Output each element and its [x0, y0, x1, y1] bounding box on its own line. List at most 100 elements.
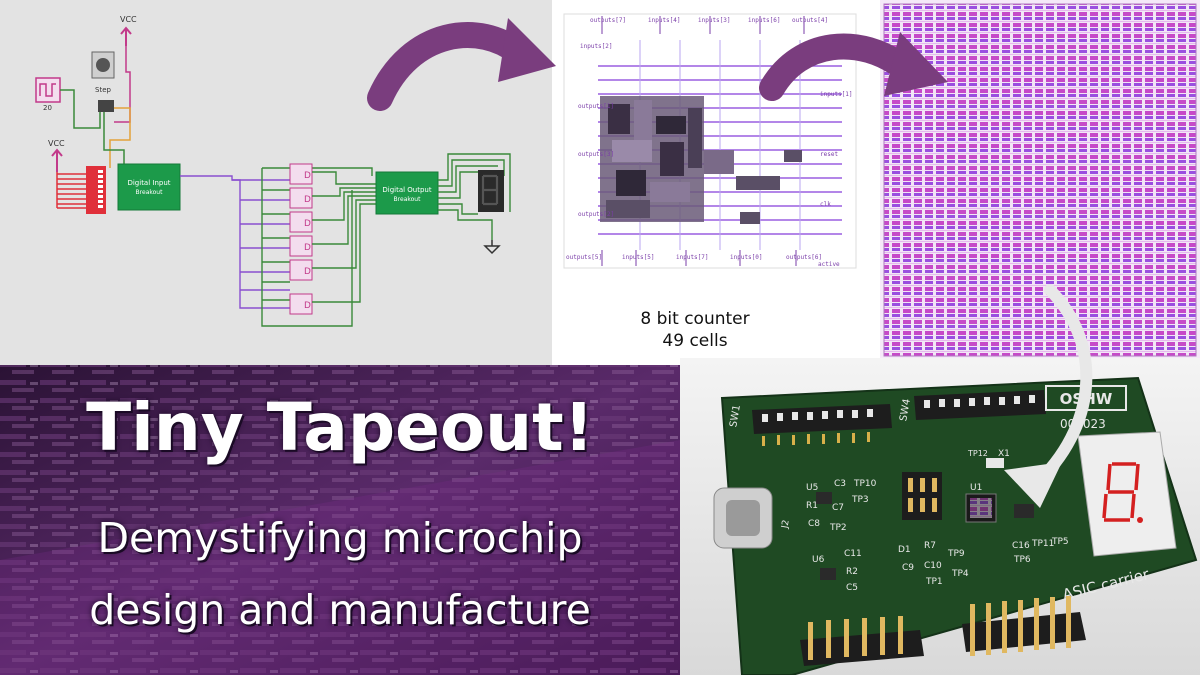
crystal — [986, 458, 1004, 468]
flow-arrow-3-icon — [1004, 284, 1093, 508]
pin-label: inputs[1] — [820, 91, 853, 98]
pin-label: inputs[2] — [580, 43, 613, 50]
digital-input-breakout: Digital Input Breakout — [117, 163, 181, 211]
counter-caption-line2: 49 cells — [662, 331, 728, 352]
pin-label: outputs[3] — [578, 151, 614, 158]
ref-label: C7 — [832, 503, 844, 513]
ref-label: TP5 — [1051, 537, 1069, 547]
flip-flop: D — [289, 187, 313, 209]
standard-cell-cluster — [600, 96, 802, 224]
pin-label: inputs[7] — [676, 254, 709, 261]
component-refs-group2: U6 C11 R2 C5 — [812, 549, 862, 593]
tp12-label: TP12 — [967, 449, 988, 458]
layout-pin-stubs — [601, 16, 805, 266]
ref-label: TP6 — [1013, 555, 1031, 565]
ref-label: C3 — [834, 479, 846, 489]
clock-label: 20 — [43, 104, 52, 112]
ref-label: C9 — [902, 563, 914, 573]
flow-arrow-2-icon — [759, 32, 948, 101]
seven-segment-schematic — [478, 170, 504, 212]
step-label: Step — [95, 86, 111, 94]
pin-label: inputs[4] — [648, 17, 681, 24]
vcc-label-top: VCC — [120, 15, 137, 24]
ground-symbol — [483, 240, 501, 255]
ref-label: R1 — [806, 501, 818, 511]
ff-output-wires — [312, 171, 376, 303]
seven-segment-display — [1077, 431, 1177, 557]
smd-parts — [816, 492, 1034, 580]
input-breakout-label-2: Breakout — [136, 189, 164, 196]
counter-caption-line1: 8 bit counter — [640, 309, 750, 329]
ff-label: D — [304, 267, 311, 277]
pin-label: outputs[7] — [590, 17, 626, 24]
component-refs-group3: D1 R7 C9 C10 TP9 TP1 TP4 — [898, 541, 969, 587]
ref-label: TP1 — [925, 577, 943, 587]
pcb-render-panel: SW1 SW4 OSHW 000023 J2 — [680, 358, 1200, 675]
dip-switch-sw4 — [914, 390, 1046, 420]
ff-label: D — [304, 301, 311, 311]
step-button: Step — [91, 51, 115, 94]
ref-label: U5 — [806, 483, 818, 493]
vcc-label-left: VCC — [48, 139, 65, 148]
ref-label: C5 — [846, 583, 858, 593]
control-wires — [60, 46, 131, 168]
display-wires — [438, 153, 511, 240]
ref-label: TP10 — [853, 479, 877, 489]
layout-side-pins: inputs[2] outputs[1] outputs[3] outputs[… — [566, 43, 853, 268]
select-switch — [98, 100, 114, 112]
pin-label: outputs[1] — [578, 103, 614, 110]
flow-arrow-1-icon — [367, 18, 556, 111]
digital-output-breakout: Digital Output Breakout — [375, 171, 439, 215]
pin-label: outputs[6] — [786, 254, 822, 261]
subtitle-line-2: design and manufacture — [89, 586, 591, 634]
dip-switch-sw1 — [752, 404, 892, 446]
usb-c-connector — [713, 487, 773, 549]
vcc-symbol-top: VCC — [120, 15, 137, 46]
ref-label: TP4 — [951, 569, 969, 579]
output-breakout-label-1: Digital Output — [382, 186, 431, 194]
flip-flop: D — [289, 163, 313, 185]
flip-flop: D — [289, 259, 313, 281]
center-header — [902, 472, 942, 520]
output-breakout-label-2: Breakout — [394, 196, 422, 203]
ref-label: C16 — [1012, 541, 1030, 551]
bottom-header-right — [962, 596, 1086, 656]
u1-label: U1 — [970, 483, 982, 493]
ref-label: U6 — [812, 555, 825, 565]
ff-label: D — [304, 219, 311, 229]
layout-panel: outputs[7] inputs[4] inputs[3] inputs[6]… — [552, 0, 880, 365]
chip-grid-panel — [880, 0, 1200, 365]
component-refs-group4: C16 TP11 TP5 TP6 — [1012, 537, 1069, 565]
ff-label: D — [304, 195, 311, 205]
dip-input-lines — [56, 172, 88, 209]
subtitle-line-1: Demystifying microchip — [97, 514, 583, 562]
flip-flop: D — [289, 235, 313, 257]
flip-flop-column: D D D D D D — [289, 163, 313, 315]
dip-switch-levers — [98, 170, 103, 208]
pcb-board — [720, 376, 1198, 675]
bottom-header-left — [800, 616, 924, 666]
flip-flop: D — [289, 211, 313, 233]
pin-label: inputs[0] — [730, 254, 763, 261]
flip-flop: D — [289, 293, 313, 315]
layout-top-pins: outputs[7] inputs[4] inputs[3] inputs[6]… — [590, 17, 828, 24]
ref-label: C11 — [844, 549, 862, 559]
pin-label: inputs[3] — [698, 17, 731, 24]
ref-label: TP9 — [947, 549, 965, 559]
counter-caption: 8 bit counter 49 cells — [600, 308, 790, 352]
ref-label: R2 — [846, 567, 858, 577]
ref-label: C8 — [808, 519, 820, 529]
ref-label: TP3 — [851, 495, 869, 505]
ref-label: C10 — [924, 561, 942, 571]
sw1-label: SW1 — [728, 404, 743, 428]
input-breakout-label-1: Digital Input — [127, 179, 170, 187]
ref-label: TP11 — [1031, 539, 1054, 549]
pin-label: inputs[6] — [748, 17, 781, 24]
pin-label: active — [818, 261, 840, 268]
title-banner-background — [0, 365, 680, 675]
asic-bumps — [970, 498, 992, 518]
sw4-label: SW4 — [898, 398, 913, 422]
pin-label: inputs[5] — [622, 254, 655, 261]
